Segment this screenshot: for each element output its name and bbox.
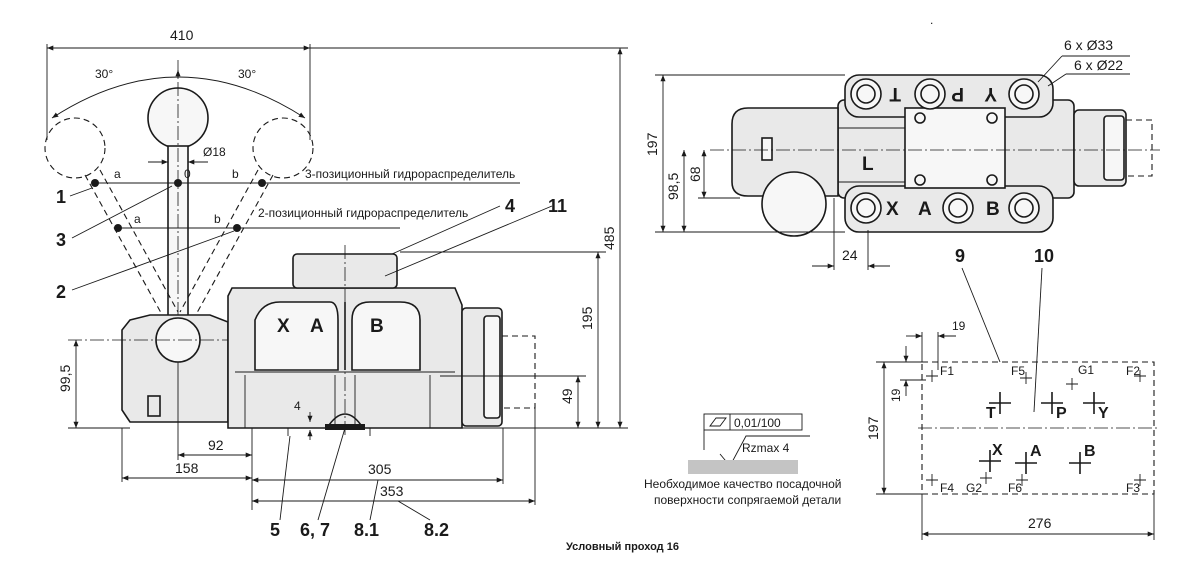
callout-10: 10 xyxy=(1034,246,1054,266)
port-a-side: A xyxy=(310,316,324,337)
callout-5: 5 xyxy=(270,520,280,540)
pos-b-low: b xyxy=(214,212,221,226)
angle-right: 30° xyxy=(238,67,256,81)
note-holes-33: 6 x Ø33 xyxy=(1064,37,1113,53)
dim-353: 353 xyxy=(380,483,404,499)
dim-410: 410 xyxy=(170,27,194,43)
dim-92: 92 xyxy=(208,437,224,453)
callout-1: 1 xyxy=(56,187,66,207)
dim-195: 195 xyxy=(579,306,595,330)
dim-158: 158 xyxy=(175,460,199,476)
bolt-holes xyxy=(850,78,1040,224)
surface-hatch xyxy=(688,460,798,474)
note-holes-22: 6 x Ø22 xyxy=(1074,57,1123,73)
mount-port-a: A xyxy=(1030,443,1042,460)
dim-4: 4 xyxy=(294,399,301,413)
callout-6-7: 6, 7 xyxy=(300,520,330,540)
callout-3: 3 xyxy=(56,230,66,250)
fix-f2: F2 xyxy=(1126,364,1140,378)
surface-quality: 0,01/100 Rzmax 4 Необходимое качество по… xyxy=(644,413,842,507)
port-x-side: X xyxy=(277,316,290,337)
dim-305: 305 xyxy=(368,461,392,477)
side-view: 410 30° 30° Ø18 a 0 b a b 3-по xyxy=(44,27,628,540)
dim-diameter-18: Ø18 xyxy=(203,145,226,159)
dim-485: 485 xyxy=(601,226,617,250)
flatness-value: 0,01/100 xyxy=(734,416,781,430)
caption: Условный проход 16 xyxy=(566,541,679,553)
mount-port-b: B xyxy=(1084,443,1096,460)
mount-port-t: T xyxy=(986,405,996,422)
note-2-position: 2-позиционный гидрораспределитель xyxy=(258,206,468,220)
top-view: T P Y X A B L 6 x Ø33 6 x Ø22 197 98,5 6… xyxy=(644,37,1160,270)
fix-f1: F1 xyxy=(940,364,954,378)
dim-19-v: 19 xyxy=(889,388,903,402)
dim-276: 276 xyxy=(1028,515,1052,531)
dim-49: 49 xyxy=(559,388,575,404)
fix-f5: F5 xyxy=(1011,364,1025,378)
callout-8-1: 8.1 xyxy=(354,520,379,540)
callout-8-2: 8.2 xyxy=(424,520,449,540)
label-l: L xyxy=(862,154,874,175)
callout-9: 9 xyxy=(955,246,965,266)
dim-98-5: 98,5 xyxy=(665,173,681,200)
fix-f3: F3 xyxy=(1126,481,1140,495)
surface-note-2: поверхности сопрягаемой детали xyxy=(654,493,841,507)
fix-g1: G1 xyxy=(1078,363,1094,377)
port-p-top: P xyxy=(951,83,964,104)
fix-f6: F6 xyxy=(1008,481,1022,495)
port-x-top: X xyxy=(886,199,899,220)
port-y-top: Y xyxy=(984,83,997,104)
dot-mark: . xyxy=(930,13,933,27)
mount-port-x: X xyxy=(992,442,1003,459)
dim-68: 68 xyxy=(687,166,703,182)
roughness-value: Rzmax 4 xyxy=(742,441,790,455)
pos-a-top: a xyxy=(114,167,121,181)
dim-99-5: 99,5 xyxy=(57,365,73,392)
angle-left: 30° xyxy=(95,67,113,81)
dim-197-mount: 197 xyxy=(865,416,881,440)
port-b-top: B xyxy=(986,199,1000,220)
dim-197-top: 197 xyxy=(644,132,660,156)
mount-port-y: Y xyxy=(1098,405,1109,422)
port-t-top: T xyxy=(889,83,901,104)
callout-4: 4 xyxy=(505,196,515,216)
port-b-side: B xyxy=(370,316,384,337)
mount-port-p: P xyxy=(1056,405,1067,422)
pos-b-top: b xyxy=(232,167,239,181)
callout-2: 2 xyxy=(56,282,66,302)
mounting-surface: F1 F5 G1 F2 F4 G2 F6 F3 T P Y X A B 9 10… xyxy=(865,246,1160,540)
callout-11: 11 xyxy=(548,196,567,216)
fix-g2: G2 xyxy=(966,481,982,495)
dim-19-h: 19 xyxy=(952,319,966,333)
surface-note-1: Необходимое качество посадочной xyxy=(644,477,842,491)
dim-24: 24 xyxy=(842,247,858,263)
pos-a-low: a xyxy=(134,212,141,226)
port-a-top: A xyxy=(918,199,932,220)
pos-0: 0 xyxy=(184,167,191,181)
note-3-position: 3-позиционный гидрораспределитель xyxy=(305,167,515,181)
fix-f4: F4 xyxy=(940,481,954,495)
